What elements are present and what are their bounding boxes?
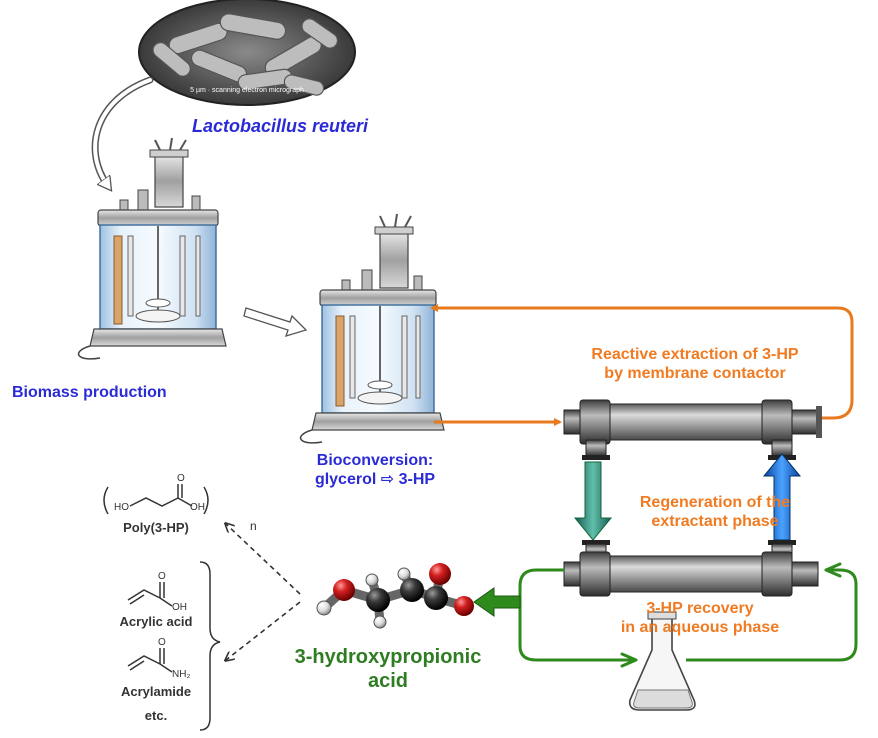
product-output-arrow [473,587,521,617]
acrylamide-nh2: NH₂ [172,669,190,680]
bioreactor-bioconversion [299,213,445,444]
membrane-contactor-extraction [563,399,822,460]
orange-loop [430,304,854,426]
inoculation-arrow-inner [93,78,152,186]
bioconversion-line2: glycerol ⇨ 3-HP [314,470,436,488]
recovery-line2: in an aqueous phase [620,618,780,636]
organism-label: Lactobacillus reuteri [192,116,369,136]
poly-o: O [177,473,185,484]
acrylic-o: O [158,571,166,582]
green-loop [518,562,858,668]
regeneration-label: Regeneration of the extractant phase [600,494,830,532]
sem-caption: 5 µm · scanning electron micrograph [190,87,304,94]
arrow-up-extractant [762,453,802,541]
regen-line2: extractant phase [651,512,779,530]
etc-label: etc. [144,708,168,723]
product-label: 3-hydroxypropionic acid [280,646,496,693]
acrylamide-o: O [158,637,166,648]
regen-line1: Regeneration of the [639,494,791,511]
acrylamide-name: Acrylamide [120,684,192,699]
poly-ho: HO [114,502,129,513]
molecule-3hp [316,563,474,629]
acrylamide-structure [127,648,173,673]
arrow-to-poly [226,524,301,595]
poly-3hp-structure [103,484,209,515]
bioconversion-label: Bioconversion: glycerol ⇨ 3-HP [290,452,460,490]
recovery-line1: 3-HP recovery [646,600,754,617]
acrylic-oh: OH [172,602,187,613]
arrow-down-extractant [573,461,613,541]
acrylic-acid-name: Acrylic acid [119,614,193,629]
transfer-arrow [243,307,308,337]
recovery-label: 3-HP recovery in an aqueous phase [580,600,820,638]
poly-3hp-name: Poly(3-HP) [123,520,189,535]
membrane-contactor-recovery [563,540,819,597]
product-line1: 3-hydroxypropionic [294,646,482,668]
poly-oh: OH [190,502,205,513]
sem-micrograph: 5 µm · scanning electron micrograph [138,0,356,106]
poly-n: n [250,519,257,533]
biomass-label: Biomass production [12,384,167,401]
bioreactor-biomass [77,137,227,360]
product-line2: acid [367,669,409,692]
derivative-brace [199,561,221,731]
acrylic-acid-structure [127,582,173,607]
bioconversion-line1: Bioconversion: [316,452,434,469]
arrow-to-acrylics [226,601,301,660]
reactive-extraction-label: Reactive extraction of 3-HP by membrane … [550,346,840,384]
erlenmeyer-flask [628,611,696,711]
reactive-line1: Reactive extraction of 3-HP [591,346,799,363]
reactive-line2: by membrane contactor [604,364,786,382]
